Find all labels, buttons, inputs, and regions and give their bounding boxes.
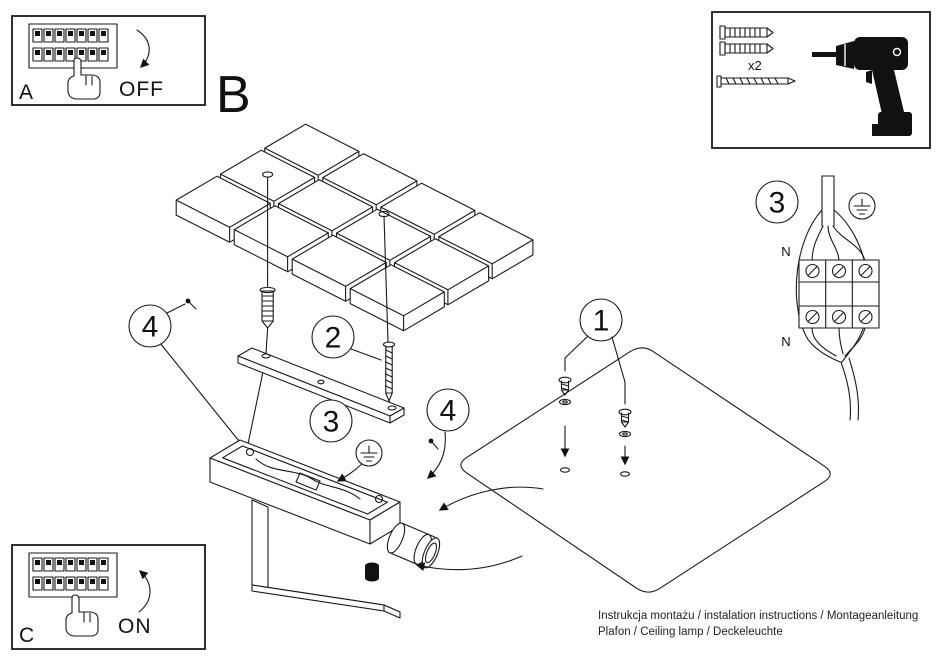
screw-stack xyxy=(618,408,632,466)
long-screw-icon xyxy=(716,75,796,88)
on-label: ON xyxy=(118,615,152,638)
callout-1: 1 xyxy=(558,298,632,466)
outgoing-cable xyxy=(811,327,866,421)
off-label: OFF xyxy=(119,78,164,101)
leader-line xyxy=(166,303,186,314)
small-screw-icon xyxy=(187,300,197,310)
callout-3-center-number: 3 xyxy=(323,406,340,439)
mounting-bracket xyxy=(237,347,405,424)
callout-3-center: 3 xyxy=(309,399,383,482)
panel-c: ON C xyxy=(11,544,206,650)
curved-arrow-icon xyxy=(415,555,523,571)
leader-line xyxy=(350,348,382,361)
panel-hole xyxy=(619,471,631,477)
ground-symbol-icon xyxy=(355,439,383,467)
pointing-hand-icon xyxy=(65,594,99,637)
screw-boss xyxy=(374,494,384,504)
wall-anchor-icon xyxy=(259,286,276,329)
footer-line-2: Plafon / Ceiling lamp / Deckeleuchte xyxy=(598,626,783,638)
footer-line-1: Instrukcja montażu / instalation instruc… xyxy=(598,610,918,622)
bracket-hole xyxy=(261,353,271,359)
exploded-fixings xyxy=(159,176,396,450)
lamp-housing xyxy=(209,439,401,545)
toolbox: x2 xyxy=(711,11,931,149)
leader-line xyxy=(564,335,589,372)
breaker-panel-icon xyxy=(28,552,118,598)
lamp-socket-cylinder xyxy=(386,522,441,569)
ceiling-tiles xyxy=(175,123,534,332)
panel-a-letter: A xyxy=(19,81,33,104)
footer: Instrukcja montażu / instalation instruc… xyxy=(598,610,918,638)
callout-4-right-number: 4 xyxy=(440,395,457,428)
panel-hole xyxy=(559,467,571,473)
panel-a: OFF A xyxy=(11,15,206,106)
panel-c-frame xyxy=(11,544,206,650)
flip-up-arrow-icon xyxy=(138,570,151,613)
screw-boss xyxy=(245,447,255,457)
leader-line xyxy=(159,342,244,447)
wall-plug-icon xyxy=(719,41,774,56)
small-screw-icon xyxy=(430,440,439,450)
neutral-label-top: N xyxy=(781,244,790,259)
section-b-label: B xyxy=(216,66,251,124)
callout-4-left: 4 xyxy=(128,304,172,348)
callout-2-number: 2 xyxy=(325,322,342,355)
toolbox-frame xyxy=(711,11,931,149)
callout-2: 2 xyxy=(311,315,355,359)
plug-count-label: x2 xyxy=(748,58,762,73)
neutral-label-bottom: N xyxy=(781,334,790,349)
ground-symbol-icon xyxy=(848,192,876,220)
curved-arrow-icon xyxy=(427,431,446,479)
axis-line xyxy=(265,327,269,355)
axis-line xyxy=(383,215,389,343)
screw-icon xyxy=(382,341,396,402)
callout-1-number: 1 xyxy=(593,305,610,338)
breaker-panel-icon xyxy=(28,23,118,69)
drill-icon xyxy=(812,37,912,136)
axis-line xyxy=(246,361,266,450)
flip-down-arrow-icon xyxy=(136,29,150,68)
wiring-step3: 3 xyxy=(755,175,880,421)
lamp-stand xyxy=(251,499,401,619)
leader-line xyxy=(611,336,626,405)
panel-a-frame xyxy=(11,15,206,106)
internal-wire xyxy=(255,458,361,500)
screw-stack xyxy=(558,376,572,458)
glass-diffuser-panel xyxy=(460,347,831,593)
bracket-hole xyxy=(317,379,325,385)
curved-arrow-icon xyxy=(438,486,544,511)
callout-3-number: 3 xyxy=(769,187,786,220)
pointing-hand-icon xyxy=(67,57,101,100)
rubber-foot xyxy=(365,562,379,582)
callout-4-left-number: 4 xyxy=(142,311,159,344)
wall-plug-icon xyxy=(719,25,774,40)
callout-3-circle xyxy=(755,180,799,224)
internal-terminal xyxy=(295,472,321,491)
bracket-hole xyxy=(387,405,397,411)
panel-c-letter: C xyxy=(19,624,34,647)
terminal-block xyxy=(798,259,880,329)
ground-arrow xyxy=(336,463,363,482)
callout-4-right: 4 xyxy=(426,388,470,479)
